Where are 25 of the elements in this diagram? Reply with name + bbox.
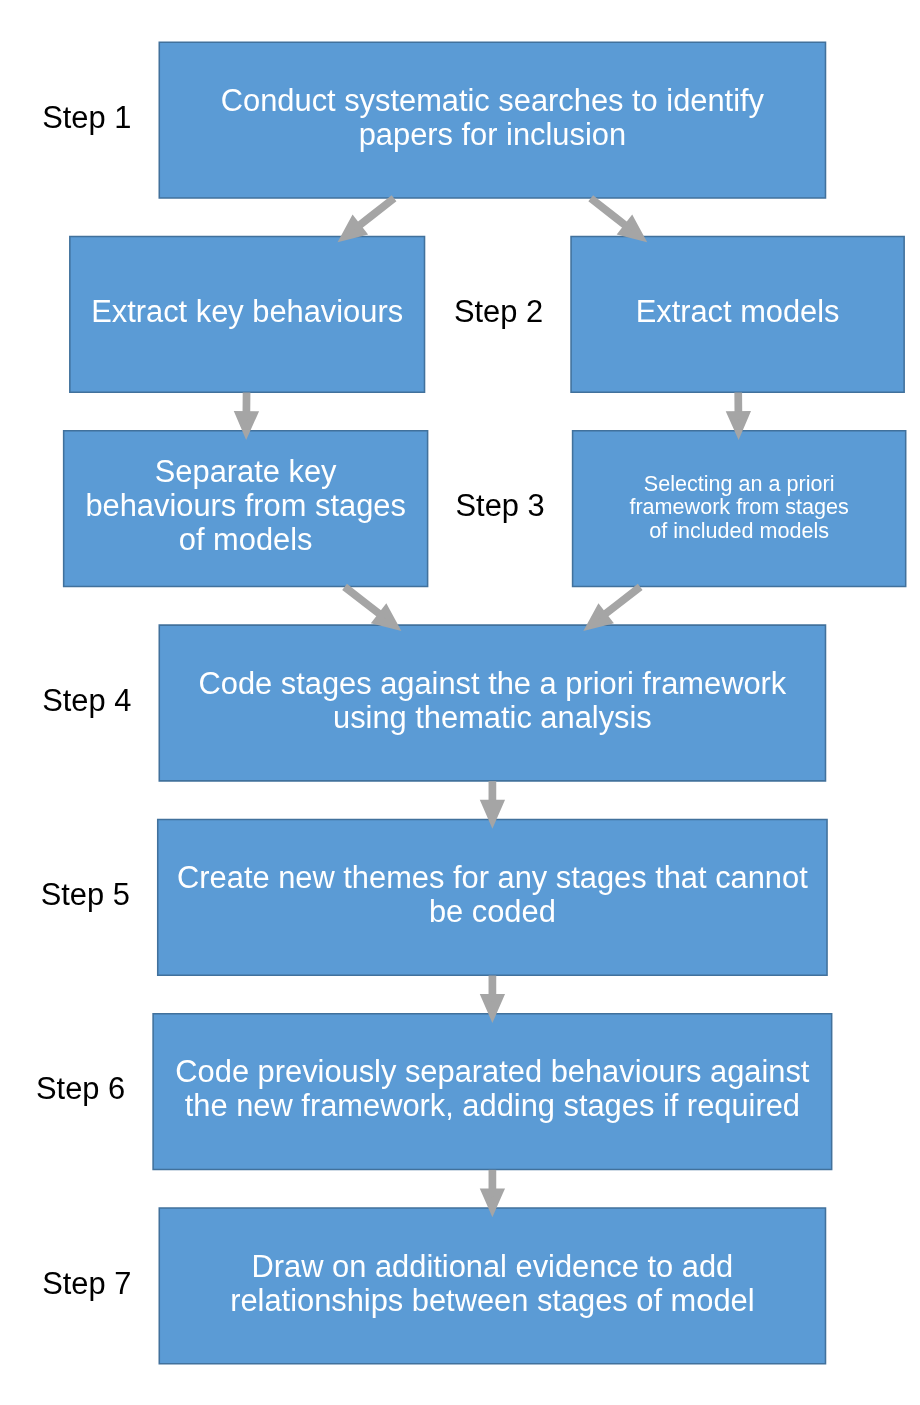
node-box: Extract key behaviours (69, 235, 426, 393)
arrow (342, 583, 402, 631)
node-label: Step 3 (455, 487, 545, 523)
node-label: Step 5 (40, 876, 130, 912)
node-box: Separate key behaviours from stages of models (62, 429, 429, 587)
node-box: Create new themes for any stages that cannot be coded (156, 818, 828, 976)
arrow (479, 780, 506, 829)
arrow (725, 392, 751, 440)
node-box: Draw on additional evidence to add relationships between stages of model (158, 1206, 827, 1365)
node-box: Conduct systematic searches to identify papers for inclusion (158, 40, 827, 199)
arrow (233, 392, 260, 440)
node-box: Code stages against the a priori framework using thematic analysis (158, 623, 827, 782)
arrow (479, 975, 506, 1023)
node-box: Extract models (570, 235, 905, 393)
node-box: Selecting an a priori framework from stages of included models (571, 429, 907, 587)
arrow (337, 194, 397, 242)
node-label: Step 6 (36, 1070, 126, 1106)
node-box: Code previously separated behaviours against the new framework, adding stages if required (152, 1012, 833, 1170)
node-label: Step 2 (453, 293, 544, 329)
node-label: Step 7 (42, 1265, 132, 1301)
node-label: Step 1 (42, 99, 132, 135)
node-label: Step 4 (42, 682, 132, 718)
arrow (588, 194, 648, 242)
arrow (479, 1169, 506, 1217)
arrow (583, 583, 643, 631)
